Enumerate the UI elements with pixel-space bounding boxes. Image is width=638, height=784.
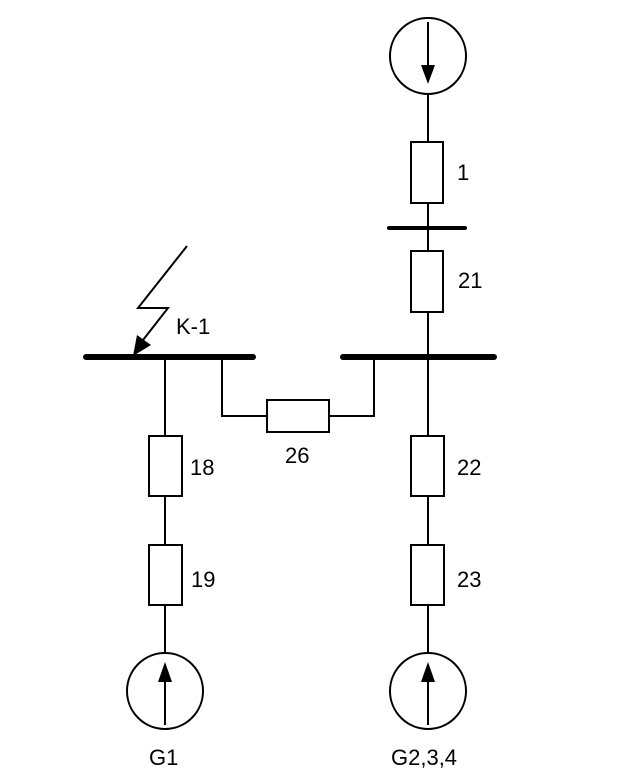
tie-wire-right xyxy=(329,357,375,417)
fault-lightning-icon xyxy=(135,245,188,341)
label-22: 22 xyxy=(457,455,481,480)
tie-wire-left xyxy=(221,357,267,417)
impedance-18 xyxy=(148,435,183,497)
label-fault: K-1 xyxy=(176,314,210,339)
impedance-23 xyxy=(410,544,445,606)
impedance-1 xyxy=(410,141,444,204)
label-19: 19 xyxy=(191,567,215,592)
label-1: 1 xyxy=(457,160,469,185)
label-18: 18 xyxy=(190,455,214,480)
arrow-up-icon xyxy=(421,662,435,682)
impedance-19 xyxy=(148,544,183,606)
arrow-up-icon xyxy=(158,662,172,682)
fault-arrow-icon xyxy=(133,335,151,356)
impedance-26 xyxy=(266,399,330,433)
label-23: 23 xyxy=(457,567,481,592)
label-g1: G1 xyxy=(149,745,178,770)
label-21: 21 xyxy=(458,268,482,293)
label-g234: G2,3,4 xyxy=(391,745,457,770)
impedance-22 xyxy=(410,435,445,497)
arrow-down-icon xyxy=(421,65,435,84)
impedance-21 xyxy=(410,250,444,313)
label-26: 26 xyxy=(285,443,309,468)
